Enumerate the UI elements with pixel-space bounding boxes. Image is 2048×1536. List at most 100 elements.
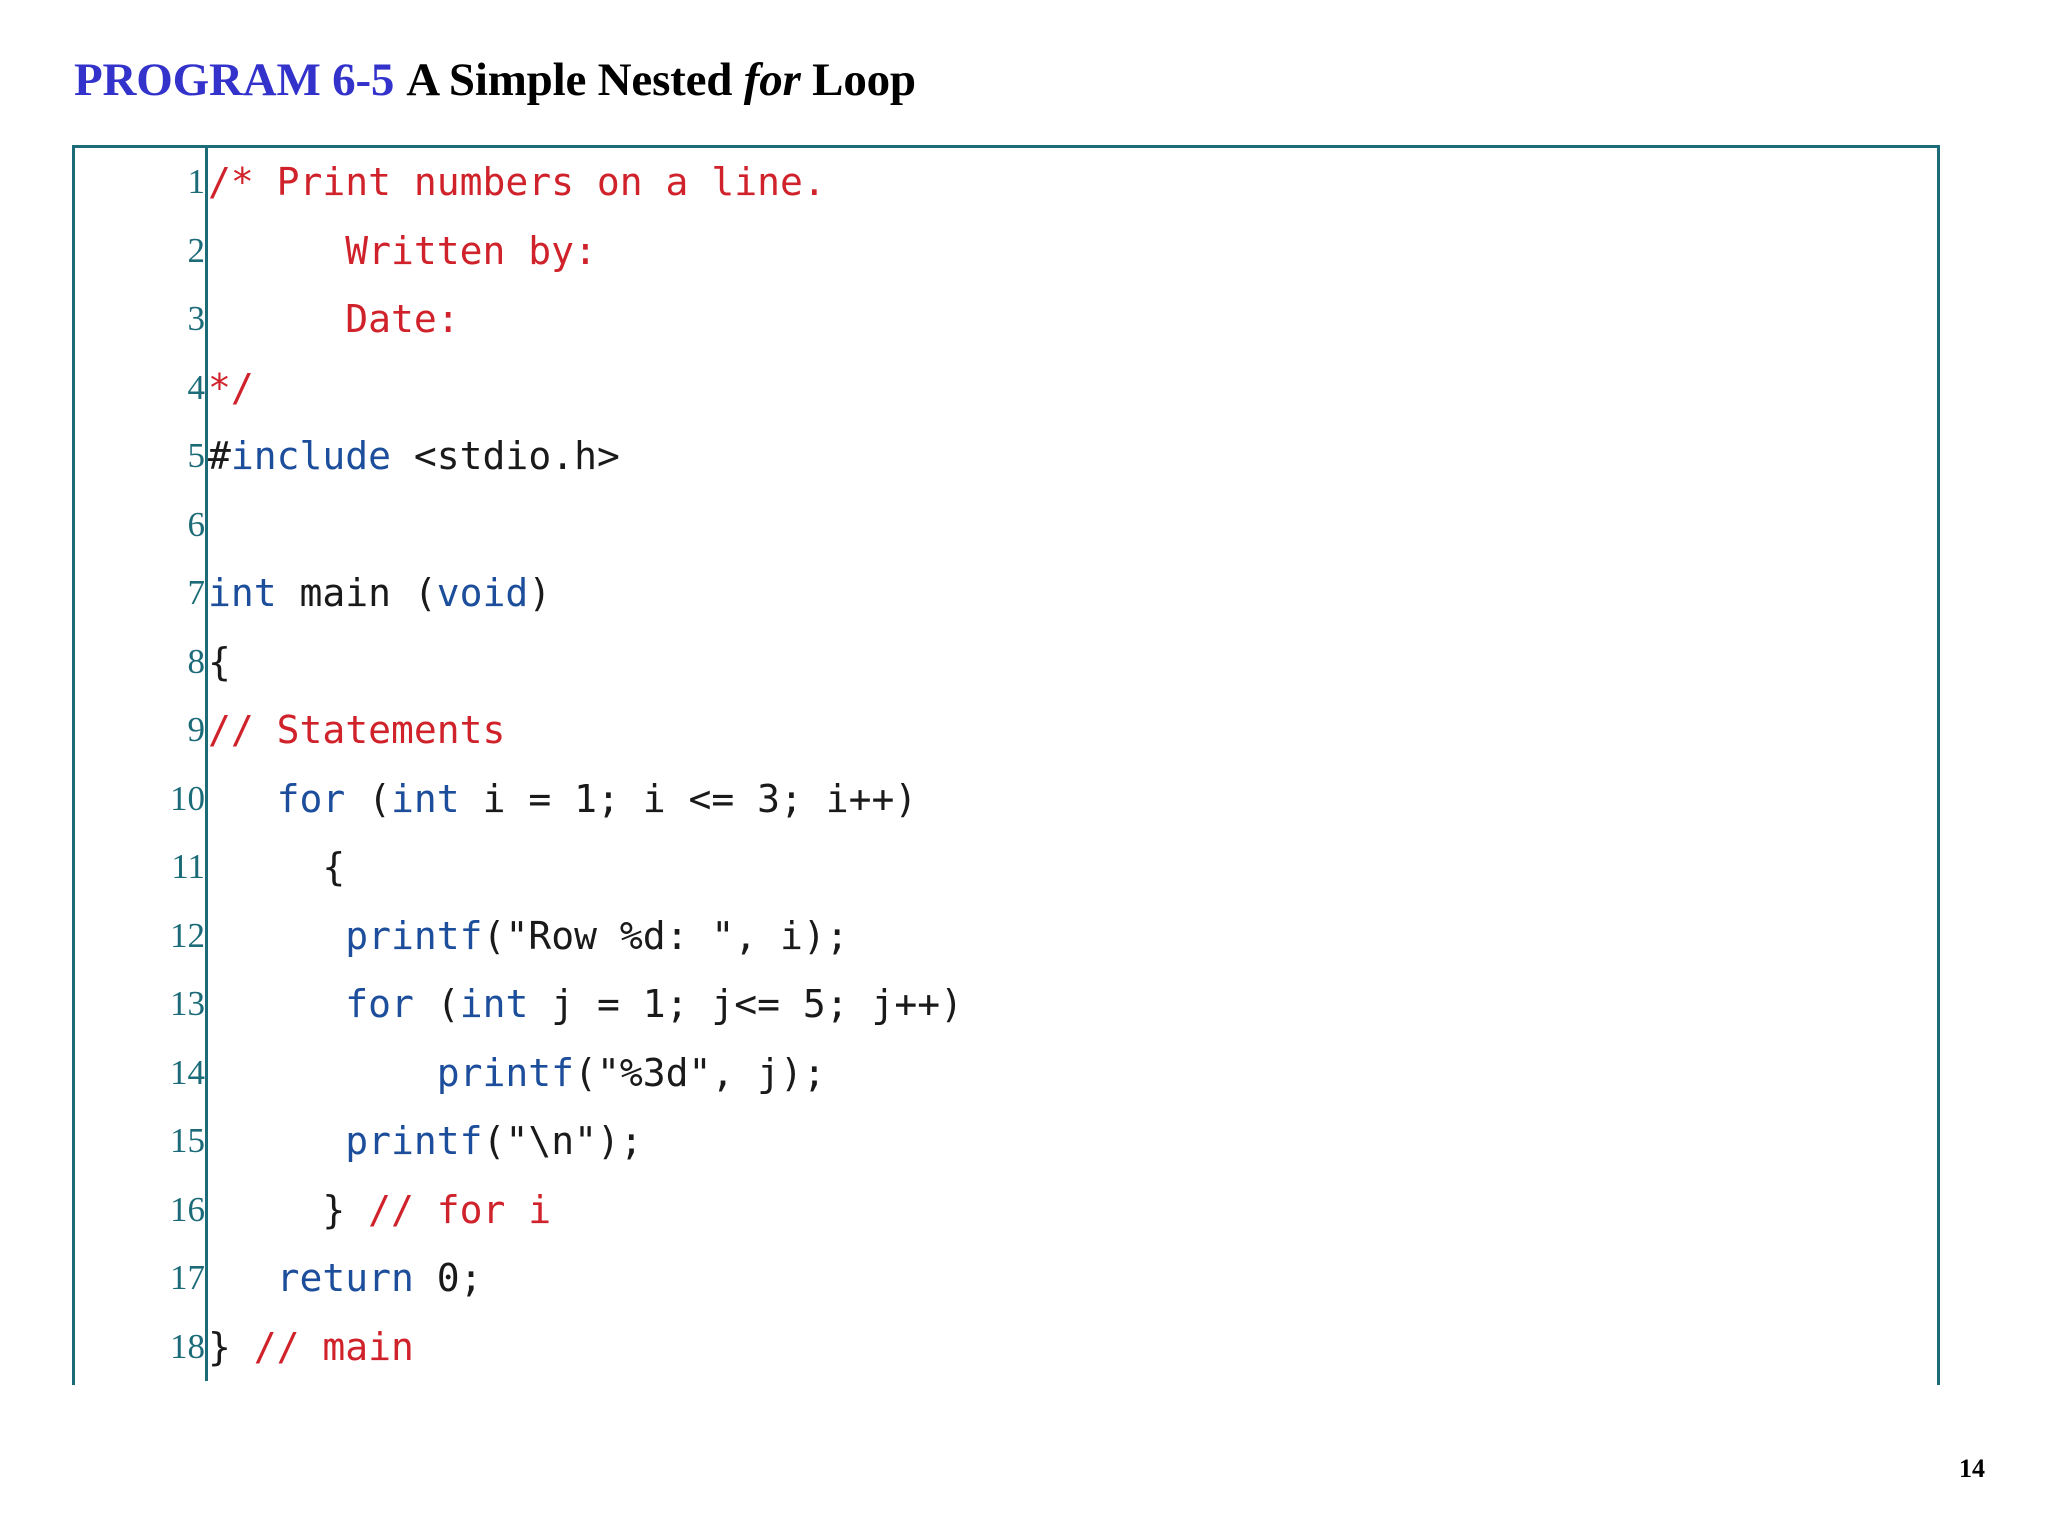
line-number: 8 xyxy=(75,627,208,696)
code-token-kw: printf xyxy=(345,1119,483,1164)
code-line: 4*/ xyxy=(75,353,1938,423)
line-number: 4 xyxy=(75,353,208,422)
code-token-cmt: */ xyxy=(208,365,254,410)
code-line: 8{ xyxy=(75,627,1938,697)
code-token-plain xyxy=(208,914,345,958)
code-token-plain: ("\n"); xyxy=(482,1119,643,1164)
line-number: 14 xyxy=(75,1038,208,1107)
code-text: { xyxy=(207,833,1938,902)
code-line: 16 } // for i xyxy=(75,1175,1938,1245)
line-number: 1 xyxy=(75,148,208,217)
code-text: printf("\n"); xyxy=(207,1107,1938,1176)
code-text: int main (void) xyxy=(207,559,1938,628)
code-token-cmt: /* Print numbers on a line. xyxy=(208,160,826,205)
title-text-after: Loop xyxy=(800,54,916,106)
code-text: { xyxy=(207,628,1938,697)
code-text: #include <stdio.h> xyxy=(207,422,1938,491)
code-token-plain: ("Row %d: ", i); xyxy=(482,913,849,958)
code-text xyxy=(207,491,1938,560)
code-text: } // for i xyxy=(207,1176,1938,1245)
code-token-plain xyxy=(208,1051,437,1095)
code-token-plain: { xyxy=(208,639,231,684)
code-line: 2 Written by: xyxy=(75,216,1938,286)
code-text: printf("%3d", j); xyxy=(207,1039,1938,1108)
line-number: 16 xyxy=(75,1175,208,1244)
code-token-plain: ("%3d", j); xyxy=(574,1050,826,1095)
code-line: 14 printf("%3d", j); xyxy=(75,1038,1938,1108)
code-token-plain xyxy=(208,1119,345,1163)
line-number: 12 xyxy=(75,901,208,970)
code-token-kw: printf xyxy=(436,1050,575,1095)
code-token-plain xyxy=(208,982,345,1026)
line-number: 7 xyxy=(75,559,208,628)
code-text: for (int j = 1; j<= 5; j++) xyxy=(207,970,1938,1039)
code-token-plain: ( xyxy=(345,776,392,821)
code-token-kw: include xyxy=(230,434,392,479)
code-token-plain: j = 1; j<= 5; j++) xyxy=(528,982,964,1027)
code-line: 12 printf("Row %d: ", i); xyxy=(75,901,1938,971)
code-text: Written by: xyxy=(207,217,1938,286)
line-number: 10 xyxy=(75,764,208,833)
code-line: 3 Date: xyxy=(75,285,1937,354)
program-title: A Simple Nested for Loop xyxy=(406,54,916,106)
title-text-before: A Simple Nested xyxy=(406,54,744,106)
code-token-plain: main ( xyxy=(276,571,437,616)
code-token-plain: 0; xyxy=(413,1256,483,1301)
code-line: 9// Statements xyxy=(75,696,1937,765)
title-keyword-for: for xyxy=(743,54,801,106)
code-token-cmt: // Statements xyxy=(208,708,506,753)
code-token-kw: return xyxy=(276,1256,414,1301)
code-text: // Statements xyxy=(207,696,1938,765)
code-text: for (int i = 1; i <= 3; i++) xyxy=(207,765,1938,834)
code-token-cmt: // main xyxy=(253,1324,414,1369)
code-line: 1/* Print numbers on a line. xyxy=(75,148,1937,217)
line-number: 11 xyxy=(75,833,208,902)
code-token-kw: int xyxy=(391,776,460,821)
line-number: 3 xyxy=(75,285,208,354)
code-line: 10 for (int i = 1; i <= 3; i++) xyxy=(75,764,1938,834)
code-token-plain xyxy=(208,777,277,821)
code-token-plain: } xyxy=(208,1187,369,1232)
code-token-plain: } xyxy=(208,1324,254,1369)
code-line: 6 xyxy=(75,490,1938,560)
code-token-kw: printf xyxy=(345,913,483,958)
code-token-plain: { xyxy=(208,845,346,890)
line-number: 9 xyxy=(75,696,208,765)
code-listing-frame: 1/* Print numbers on a line.2 Written by… xyxy=(72,145,1940,1385)
code-text: } // main xyxy=(207,1313,1938,1382)
line-number: 15 xyxy=(75,1107,208,1176)
code-line: 5#include <stdio.h> xyxy=(75,422,1937,491)
line-number: 13 xyxy=(75,970,208,1039)
code-token-kw: int xyxy=(459,982,529,1027)
code-token-plain: <stdio.h> xyxy=(391,434,620,479)
code-token-cmt: Date: xyxy=(208,297,460,342)
line-number: 5 xyxy=(75,422,208,491)
code-token-plain xyxy=(208,1256,277,1300)
code-text: Date: xyxy=(207,285,1938,354)
code-token-cmt: Written by: xyxy=(208,228,597,273)
page-number: 14 xyxy=(1959,1454,1985,1483)
code-token-kw: for xyxy=(276,776,346,821)
line-number: 6 xyxy=(75,490,208,559)
code-text: return 0; xyxy=(207,1244,1938,1313)
line-number: 18 xyxy=(75,1312,208,1381)
code-listing-table: 1/* Print numbers on a line.2 Written by… xyxy=(75,148,1937,1381)
code-line: 17 return 0; xyxy=(75,1244,1937,1313)
code-text: /* Print numbers on a line. xyxy=(207,148,1938,217)
line-number: 2 xyxy=(75,216,208,285)
code-token-kw: int xyxy=(208,571,277,616)
code-line: 11 { xyxy=(75,833,1937,902)
code-token-cmt: // for i xyxy=(368,1187,552,1232)
code-text: printf("Row %d: ", i); xyxy=(207,902,1938,971)
code-token-kw: for xyxy=(345,982,414,1027)
code-token-plain: ( xyxy=(413,982,460,1027)
program-label: PROGRAM 6-5 xyxy=(74,54,395,106)
code-token-plain: ) xyxy=(528,571,552,616)
code-line: 15 printf("\n"); xyxy=(75,1107,1937,1176)
code-token-plain: i = 1; i <= 3; i++) xyxy=(459,776,918,821)
code-listing-body: 1/* Print numbers on a line.2 Written by… xyxy=(75,148,1937,1381)
code-line: 13 for (int j = 1; j<= 5; j++) xyxy=(75,970,1937,1039)
code-text: */ xyxy=(207,354,1938,423)
code-token-plain: # xyxy=(208,434,231,479)
